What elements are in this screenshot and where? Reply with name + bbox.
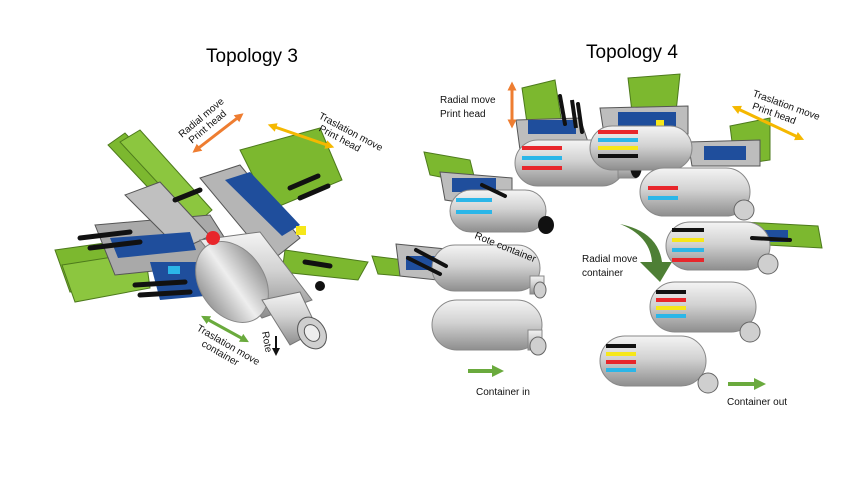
- bottle-container-out: [599, 335, 719, 394]
- bottle-radial: [665, 221, 779, 275]
- bottle-topology-3: [195, 231, 327, 350]
- radial-move-arrow-t3: [192, 113, 244, 153]
- yellow-spot: [296, 226, 306, 235]
- bottle-printed-1: [649, 281, 761, 343]
- radial-move-container-label: Radial move container: [582, 254, 640, 279]
- topology-3-group: Topology 3: [54, 46, 385, 369]
- radial-move-label-t4: Radial move Print head: [440, 95, 498, 120]
- rotate-label-t3: Rote: [259, 331, 274, 354]
- translation-head-arrow-t4: [731, 105, 805, 141]
- topology-4-group: Topology 4: [371, 42, 823, 408]
- radial-move-container-arrow: [620, 224, 672, 282]
- print-head-top-right: [687, 117, 771, 167]
- topology-3-title: Topology 3: [206, 46, 298, 67]
- translation-container-arrow-t3: [201, 315, 249, 343]
- bottle-mid-left: [449, 189, 554, 234]
- print-head-top-mid: [599, 73, 689, 135]
- topology-4-title: Topology 4: [586, 42, 678, 63]
- red-spot: [206, 231, 220, 245]
- rollers-t3: [77, 173, 333, 298]
- bottle-rotate: [431, 244, 547, 299]
- container-in-label: Container in: [476, 387, 530, 398]
- container-out-label: Container out: [727, 397, 787, 408]
- cyan-indicator: [168, 266, 180, 274]
- black-spot: [315, 281, 325, 291]
- rollers-t4: [406, 94, 792, 276]
- bottle-container-in: [431, 299, 547, 356]
- blue-head-right: [225, 172, 300, 236]
- blue-head-left: [110, 232, 196, 258]
- translation-head-arrow-t3: [267, 123, 335, 149]
- bottle-top-right: [639, 167, 755, 221]
